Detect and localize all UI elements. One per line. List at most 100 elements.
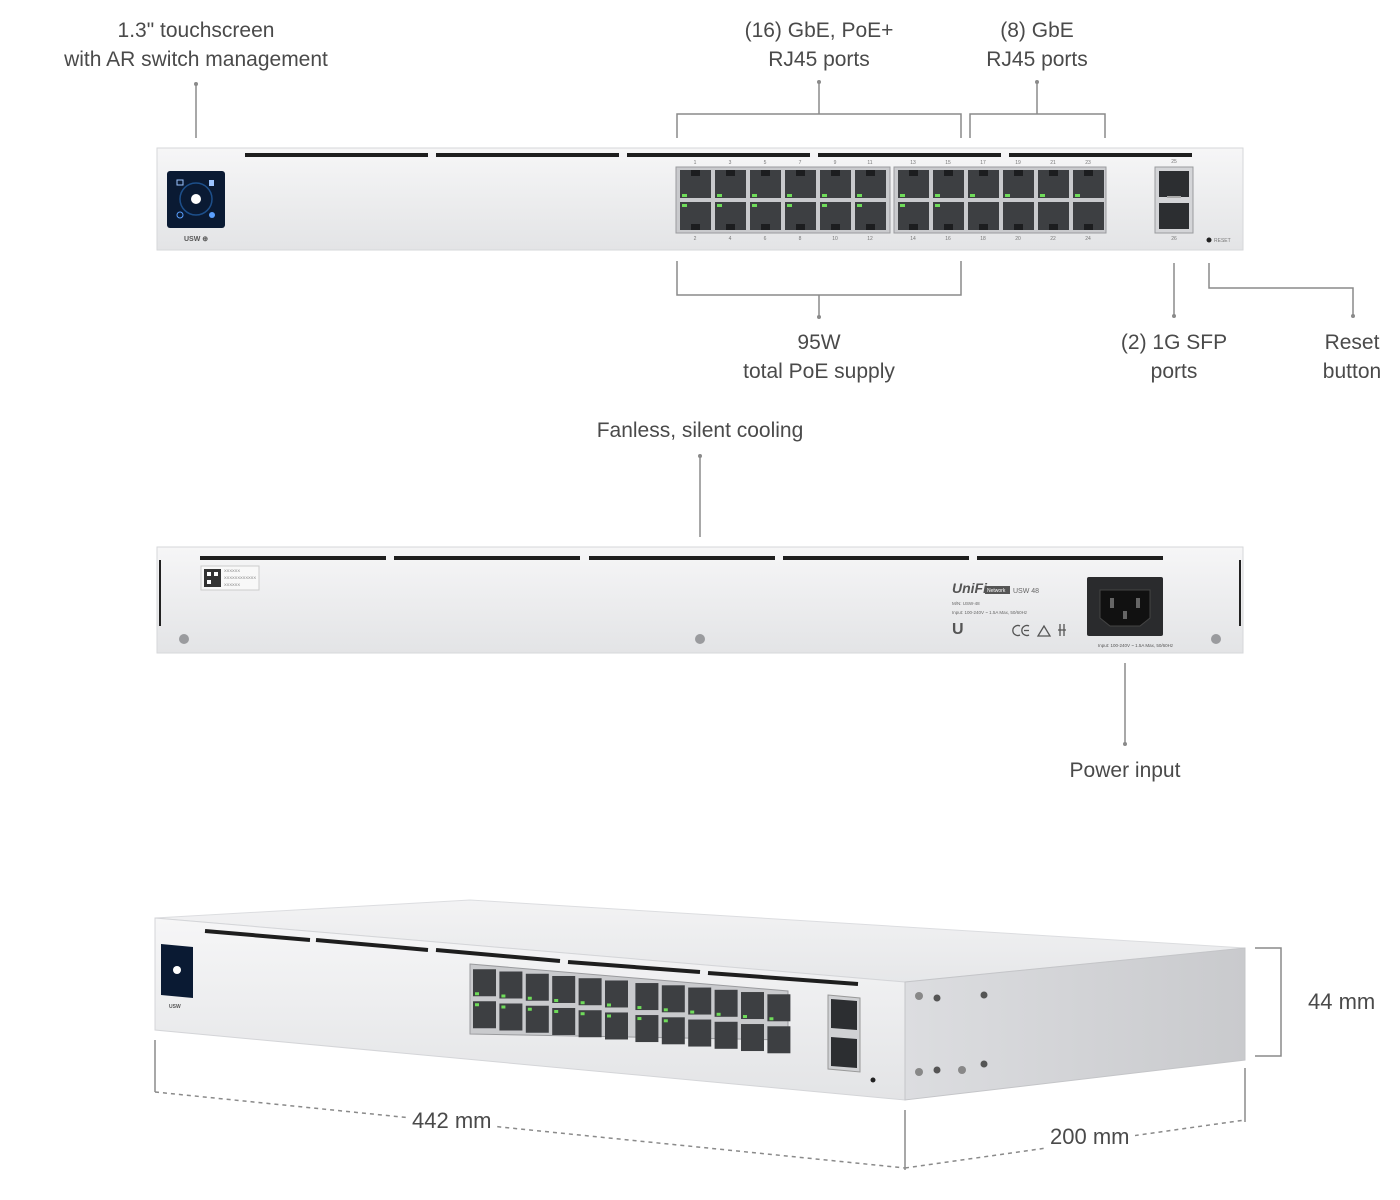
port-housing-left <box>675 166 891 234</box>
callout-sfp-ports: (2) 1G SFP ports <box>1104 328 1244 386</box>
rj45-port-clip <box>866 224 875 230</box>
port-led <box>1040 194 1045 197</box>
iso-port-led <box>769 1017 774 1021</box>
rear-model: USW 48 <box>1013 588 1039 595</box>
port-number-bottom: 14 <box>910 236 916 242</box>
callout-gbe-ports-line-2: RJ45 ports <box>986 48 1088 71</box>
callout-sfp-ports-line-2: ports <box>1150 360 1198 383</box>
iso-rj45-port <box>605 980 628 1008</box>
ubiquiti-logo-icon: U <box>952 621 964 638</box>
port-number-top: 13 <box>910 160 916 166</box>
certification-marks-icon <box>1012 624 1066 637</box>
port-led <box>752 194 757 197</box>
callout-cooling: Fanless, silent cooling <box>596 419 804 442</box>
isometric-view: USW <box>154 899 1246 1101</box>
callout-poe-ports-line-1: (16) GbE, PoE+ <box>744 19 894 42</box>
iso-port-led <box>637 1017 642 1021</box>
rj45-port-clip <box>1084 224 1093 230</box>
iso-port-led <box>637 1006 642 1010</box>
front-port-block <box>675 166 1107 234</box>
port-number-top: 1 <box>694 160 697 166</box>
serial-label <box>200 565 260 591</box>
callout-gbe-ports: (8) GbE RJ45 ports <box>957 16 1117 74</box>
rj45-port-clip <box>979 170 988 176</box>
iso-rj45-port <box>714 1021 738 1049</box>
iso-rj45-port <box>525 1005 549 1033</box>
callout-poe-ports: (16) GbE, PoE+ RJ45 ports <box>719 16 919 74</box>
rj45-port-clip <box>726 170 735 176</box>
port-led <box>935 194 940 197</box>
iso-port-led <box>663 1008 668 1012</box>
callout-sfp-ports-line-1: (2) 1G SFP <box>1120 331 1228 354</box>
iso-rj45-port <box>714 989 738 1017</box>
front-view: USW ⊕ 1234567891011121314151617181920212… <box>156 147 1244 251</box>
rj45-port-clip <box>1049 170 1058 176</box>
iso-port-led <box>527 996 532 1000</box>
iso-rj45-port <box>473 969 496 997</box>
rj45-port-clip <box>944 170 953 176</box>
port-number-bottom: 4 <box>729 236 732 242</box>
iso-rj45-port <box>499 1003 523 1031</box>
port-led <box>682 204 687 207</box>
iso-rj45-port <box>741 1024 764 1052</box>
port-number-bottom: 2 <box>694 236 697 242</box>
callout-reset-line-1: Reset <box>1324 331 1380 354</box>
port-number-top: 9 <box>834 160 837 166</box>
port-led <box>900 194 905 197</box>
port-number-bottom: 10 <box>832 236 838 242</box>
rear-brand: UniFi <box>952 580 988 596</box>
port-number-bottom: 8 <box>799 236 802 242</box>
iso-port-led <box>475 1003 479 1007</box>
iso-rj45-port <box>767 994 791 1022</box>
rj45-port-clip <box>796 224 805 230</box>
iso-model-badge: USW <box>169 1004 181 1010</box>
dimension-width: 442 mm <box>406 1108 498 1134</box>
front-vent-slots <box>245 153 1192 157</box>
rj45-port-clip <box>761 170 770 176</box>
port-led <box>787 204 792 207</box>
port-number-bottom: 20 <box>1015 236 1021 242</box>
front-leaders <box>194 80 1355 319</box>
iso-reset-button <box>870 1077 876 1083</box>
port-housing-right <box>893 166 1107 234</box>
iso-rj45-port <box>635 983 659 1011</box>
sfp-top-number: 25 <box>1171 159 1177 165</box>
iso-rj45-port <box>605 1012 628 1040</box>
serial-line-1: XXXXXX <box>224 568 240 573</box>
iso-port-led <box>607 1014 611 1018</box>
callout-reset: Reset button <box>1309 328 1395 386</box>
rear-network-tag: Network <box>987 588 1006 594</box>
port-led <box>857 194 862 197</box>
iso-port-led <box>527 1007 532 1011</box>
iso-port-led <box>580 1012 585 1016</box>
iso-rj45-port <box>635 1015 659 1043</box>
iso-rj45-port <box>688 987 712 1015</box>
serial-line-3: XXXXXX <box>224 582 240 587</box>
port-led <box>935 204 940 207</box>
rj45-port-clip <box>944 224 953 230</box>
iso-port-led <box>663 1019 668 1023</box>
iso-port-led <box>554 1009 559 1013</box>
iso-rj45-port <box>741 992 764 1020</box>
callout-poe-supply-line-2: total PoE supply <box>743 360 895 383</box>
port-number-top: 5 <box>764 160 767 166</box>
rj45-port-clip <box>1014 224 1023 230</box>
port-led <box>1075 194 1080 197</box>
iso-port-block <box>469 963 791 1054</box>
rear-leaders <box>698 454 1127 746</box>
port-led <box>822 194 827 197</box>
reset-label: RESET <box>1214 238 1231 244</box>
port-number-bottom: 18 <box>980 236 986 242</box>
iso-rj45-port <box>473 1001 496 1029</box>
port-led <box>752 204 757 207</box>
port-number-top: 19 <box>1015 160 1021 166</box>
rj45-port-clip <box>691 224 700 230</box>
port-number-bottom: 12 <box>867 236 873 242</box>
rear-power-label: Input: 100-240V ~ 1.5A Max, 50/60Hz <box>1098 643 1174 648</box>
iso-port-led <box>554 998 559 1002</box>
power-inlet <box>1087 577 1163 636</box>
iso-rj45-port <box>767 1026 791 1054</box>
port-led <box>970 194 975 197</box>
callout-poe-supply-line-1: 95W <box>797 331 841 354</box>
